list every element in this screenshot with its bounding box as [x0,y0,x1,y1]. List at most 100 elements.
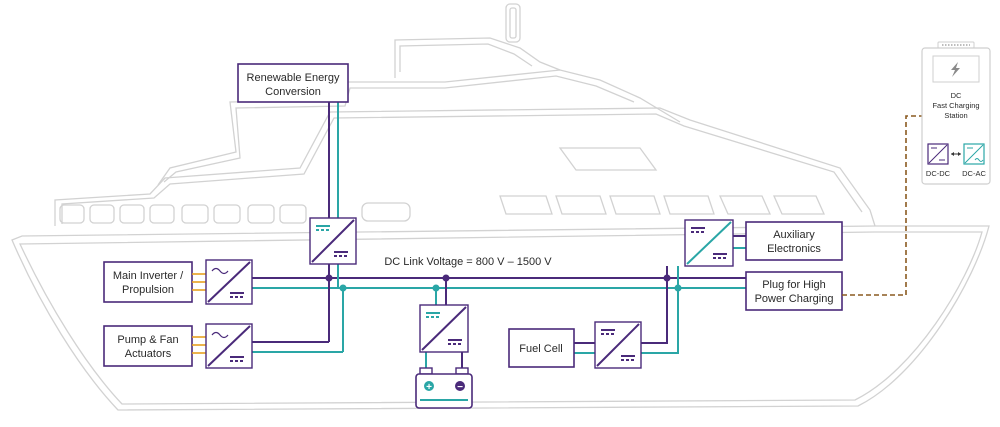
window [181,204,209,224]
window [772,195,826,215]
converter-diagonal [686,221,732,265]
junction-dot [325,274,333,282]
window [89,204,115,224]
auxiliary-line-1: Auxiliary [773,229,815,241]
mini-diagonal [964,144,984,164]
renewable-energy-box [237,63,349,103]
battery: + − [415,367,473,409]
svg-text:Conversion: Conversion [265,86,321,98]
window [279,204,307,224]
battery-body [415,373,473,409]
window [59,204,85,224]
arrow-head-right [958,152,961,156]
fuel-cell-label: Fuel Cell [519,343,562,355]
fuel-cell-block: Fuel Cell [508,328,575,368]
auxiliary-line-2: Electronics [767,243,821,255]
mini-ac-wave [974,158,984,162]
junction-dot [339,284,347,292]
bridge-inner [399,43,533,72]
fuel-cell-box [508,328,575,368]
svg-text:Actuators: Actuators [125,348,172,360]
fuelcell-conv-teal [641,266,679,354]
window [247,204,275,224]
battery-dcdc-converter [419,304,469,353]
converter-diagonal [596,323,640,367]
pump-fan-line-1: Pump & Fan [117,334,178,346]
junction-dot [663,274,671,282]
svg-text:Main Inverter /: Main Inverter / [113,270,184,282]
dc-link-voltage-label: DC Link Voltage = 800 V – 1500 V [384,256,552,268]
bridge [394,37,561,78]
converter-diagonal [311,219,355,263]
renewable-line-1: Renewable Energy [247,72,340,84]
converter-diagonal [207,325,251,367]
battery-terminal-left [419,367,433,375]
svg-text:Station: Station [944,111,967,120]
battery-plus-label: + [426,382,432,393]
auxiliary-electronics-block: Auxiliary Electronics [745,221,843,261]
lightning-bolt-icon [951,62,960,77]
window [609,195,661,215]
auxiliary-dcdc-converter [684,219,734,267]
pump-fan-block: Pump & Fan Actuators [103,325,206,367]
fast-charging-station: DC Fast Charging Station DC-DC DC-AC [921,41,991,185]
battery-minus-label: − [457,382,463,393]
battery-minus-icon [455,381,465,391]
renewable-dcdc-converter [309,217,357,265]
charging-plug-block: Plug for High Power Charging [745,271,843,311]
station-title-line-2: Fast Charging [932,101,979,110]
ship-hull-inner [18,231,983,405]
station-title-line-1: DC [951,91,962,100]
pump-fan-line-2: Actuators [125,348,172,360]
converter-diagonal [207,261,251,303]
plug-line-1: Plug for High [762,279,826,291]
renewable-energy-block: Renewable Energy Conversion [237,63,349,103]
svg-text:DC: DC [951,91,962,100]
svg-text:Fast Charging: Fast Charging [932,101,979,110]
window [718,195,772,215]
upper-deck [157,69,681,186]
svg-text:Plug for High: Plug for High [762,279,826,291]
charging-plug-box[interactable] [745,271,843,311]
station-title-line-3: Station [944,111,967,120]
battery-plus-icon [424,381,434,391]
window [213,204,241,224]
junction-dots [325,274,682,292]
mast [505,3,521,43]
ac-wave-icon [211,267,229,275]
renewable-line-2: Conversion [265,86,321,98]
plug-line-2: Power Charging [755,293,834,305]
upper-deck-inner [163,75,635,183]
ship-hull [11,225,990,411]
station-dcac-label: DC-AC [962,169,986,178]
svg-text:Propulsion: Propulsion [122,284,174,296]
converter-diagonal [421,306,467,351]
main-inverter-box [103,261,193,303]
svg-text:Auxiliary: Auxiliary [773,229,815,241]
auxiliary-electronics-box [745,221,843,261]
mast-inner [509,7,517,39]
svg-text:Renewable Energy: Renewable Energy [247,72,340,84]
ac-wave-icon [211,331,229,339]
mini-diagonal [928,144,948,164]
junction-dot [432,284,440,292]
window [119,204,145,224]
window [555,195,607,215]
pump-fan-box [103,325,193,367]
charging-cable [842,115,922,296]
window [149,204,175,224]
station-dcdc-label: DC-DC [926,169,951,178]
svg-text:Power Charging: Power Charging [755,293,834,305]
upper-window [558,147,658,171]
main-inverter-line-2: Propulsion [122,284,174,296]
lower-deck-inner [61,113,863,224]
svg-text:Pump & Fan: Pump & Fan [117,334,178,346]
window [663,195,715,215]
junction-dot [442,274,450,282]
battery-terminal-right [455,367,469,375]
arrow-head-left [951,152,954,156]
svg-text:Electronics: Electronics [767,243,821,255]
main-inverter-dcac-converter [205,259,253,305]
main-inverter-line-1: Main Inverter / [113,270,184,282]
